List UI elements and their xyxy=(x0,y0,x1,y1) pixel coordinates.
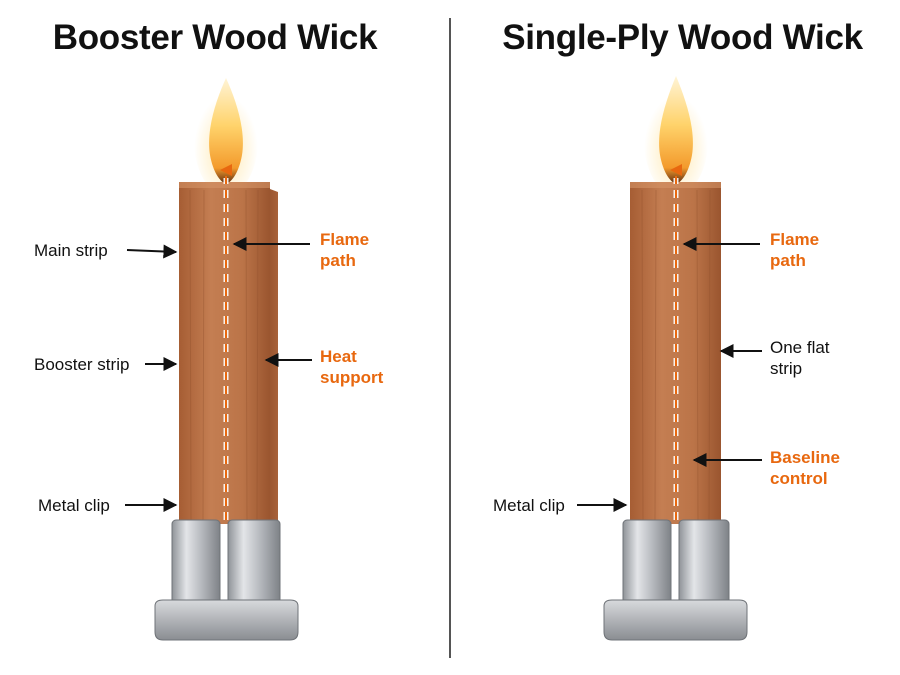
flame-icon xyxy=(209,78,243,184)
metal-clip-left-tab xyxy=(622,519,672,613)
metal-clip-right-tab xyxy=(678,519,730,613)
booster-wick xyxy=(154,78,299,641)
flame-path-label: Flame path xyxy=(320,230,370,270)
heat-support-label: Heat support xyxy=(320,347,384,387)
flame-icon xyxy=(659,76,693,184)
booster-wick-pointers xyxy=(125,237,312,512)
main-strip-label: Main strip xyxy=(34,241,108,260)
metal-clip-label: Metal clip xyxy=(38,496,110,515)
single-ply-wick-title: Single-Ply Wood Wick xyxy=(502,18,863,57)
metal-clip-base xyxy=(603,599,748,641)
metal-clip-base xyxy=(154,599,299,641)
metal-clip-label: Metal clip xyxy=(493,496,565,515)
booster-wick-title: Booster Wood Wick xyxy=(52,18,378,57)
panel-divider xyxy=(449,18,451,658)
booster-strip-label: Booster strip xyxy=(34,355,130,374)
baseline-control-label: Baseline control xyxy=(770,448,840,488)
single-ply-wick-pointers xyxy=(577,237,762,512)
single-ply-wick xyxy=(603,76,748,641)
flame-path-label: Flame path xyxy=(770,230,820,270)
metal-clip-left-tab xyxy=(171,519,221,613)
metal-clip-right-tab xyxy=(227,519,281,613)
one-flat-strip-label: One flat strip xyxy=(770,338,830,378)
